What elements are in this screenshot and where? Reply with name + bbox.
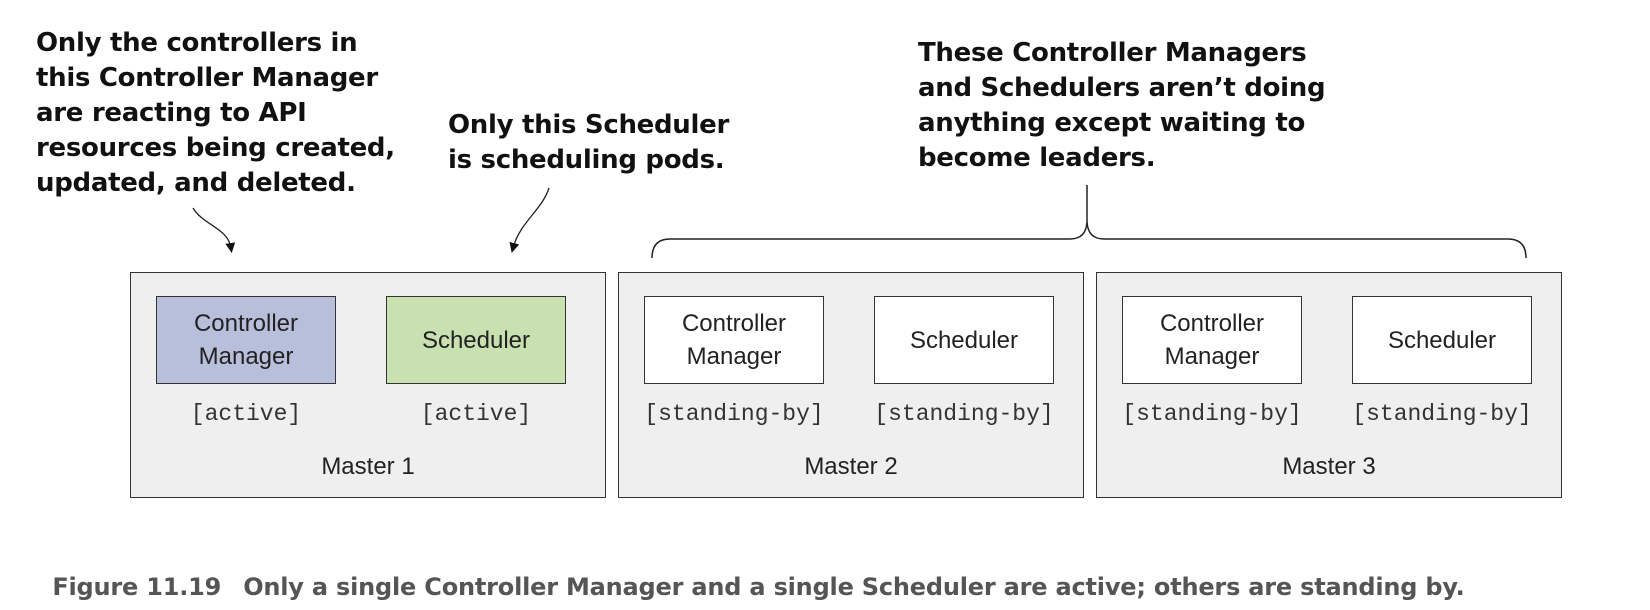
master-3-scheduler-state: [standing-by] [1352,401,1532,427]
master-2-scheduler-box: Scheduler [874,296,1054,384]
master-1-label: Master 1 [321,453,415,480]
scheduler-annotation: Only this Scheduler is scheduling pods. [448,110,729,175]
master-2-controller-manager-box: Controller Manager [644,296,824,384]
standby-brace [651,185,1527,259]
master-1-scheduler-state: [active] [420,401,532,427]
controllers-arrow [192,207,236,253]
master-3-label: Master 3 [1282,453,1376,480]
master-3-controller-manager-state: [standing-by] [1122,401,1302,427]
master-2-controller-manager-state: [standing-by] [644,401,824,427]
master-3-node: Controller Manager Scheduler [standing-b… [1096,272,1562,498]
master-1-scheduler-box: Scheduler [386,296,566,384]
master-2-scheduler-state: [standing-by] [874,401,1054,427]
master-1-controller-manager-state: [active] [190,401,302,427]
figure-caption-text: Only a single Controller Manager and a s… [243,573,1465,601]
standby-annotation: These Controller Managers and Schedulers… [918,38,1326,173]
controllers-annotation: Only the controllers in this Controller … [36,28,395,198]
master-2-node: Controller Manager Scheduler [standing-b… [618,272,1084,498]
master-1-controller-manager-box: Controller Manager [156,296,336,384]
figure-number: Figure 11.19 [52,573,222,601]
scheduler-arrow [509,187,550,253]
master-3-controller-manager-box: Controller Manager [1122,296,1302,384]
master-2-label: Master 2 [804,453,898,480]
figure-caption: Figure 11.19 Only a single Controller Man… [36,545,1465,601]
master-3-scheduler-box: Scheduler [1352,296,1532,384]
master-1-node: Controller Manager Scheduler [active] [a… [130,272,606,498]
